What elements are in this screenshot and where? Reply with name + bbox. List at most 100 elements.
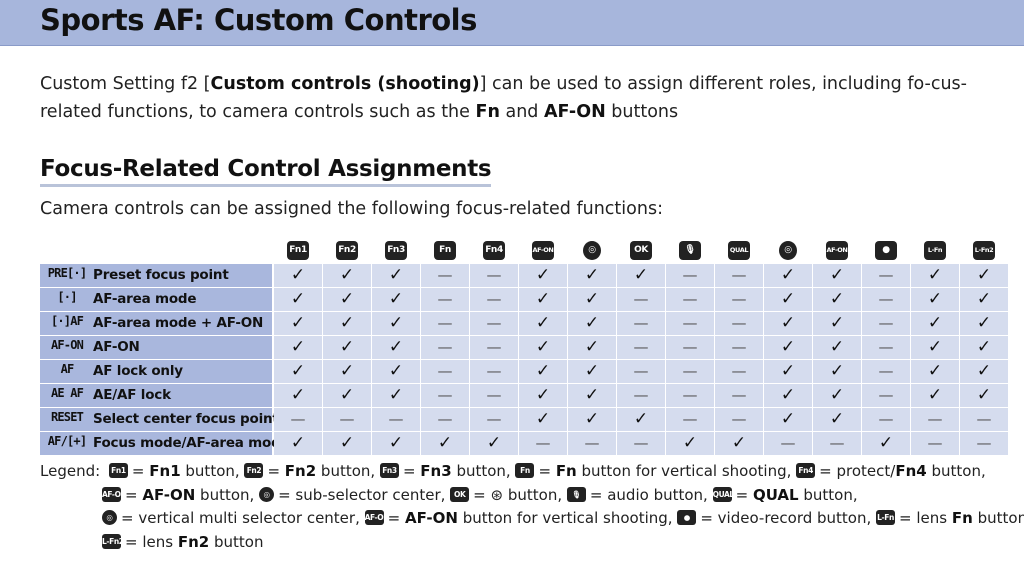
unavailable-cell: — [960, 432, 1008, 455]
legend-line: Legend: Fn1= Fn1 button, Fn2= Fn2 button… [40, 462, 986, 480]
available-checkmark: ✓ [519, 360, 567, 383]
legend-bold: QUAL [752, 485, 799, 504]
available-checkmark: ✓ [568, 264, 616, 287]
legend-icon: Fn2 [244, 463, 264, 478]
unavailable-cell: — [568, 432, 616, 455]
unavailable-cell: — [715, 288, 763, 311]
fn4-protect-button-icon: Fn4 [483, 241, 505, 260]
available-checkmark: ✓ [764, 336, 812, 359]
legend-bold: Fn [951, 509, 973, 527]
column-header: ◎ [568, 240, 616, 262]
title-bar: Sports AF: Custom Controls [0, 0, 1024, 46]
legend-bold: Fn2 [177, 532, 210, 551]
intro-bold-af-on: AF-ON [543, 102, 606, 122]
legend-text: button for vertical shooting, [457, 509, 673, 527]
legend-text: button, [451, 462, 511, 480]
available-checkmark: ✓ [421, 432, 469, 455]
unavailable-cell: — [470, 312, 518, 335]
available-checkmark: ✓ [323, 288, 371, 311]
function-label: AF-area mode [93, 291, 197, 307]
available-checkmark: ✓ [960, 288, 1008, 311]
function-label: AF-area mode + AF-ON [93, 315, 264, 331]
legend-text: lens [916, 509, 952, 527]
available-checkmark: ✓ [911, 360, 959, 383]
intro-text-3: and [499, 102, 544, 122]
legend-icon: Fn [515, 463, 535, 478]
function-label: Select center focus point [93, 411, 279, 427]
row-label: [·] AF-area mode [40, 288, 272, 311]
lens-fn2-button-icon: L-Fn2 [973, 241, 995, 260]
legend-bold: Fn2 [284, 462, 317, 480]
available-checkmark: ✓ [568, 360, 616, 383]
available-checkmark: ✓ [372, 288, 420, 311]
unavailable-cell: — [862, 360, 910, 383]
available-checkmark: ✓ [323, 384, 371, 407]
legend-line: AF-ON= AF-ON button, ◎= sub-selector cen… [102, 485, 858, 504]
unavailable-cell: — [470, 264, 518, 287]
legend-icon: ● [677, 510, 697, 525]
row-label: AF AF lock only [40, 360, 272, 383]
available-checkmark: ✓ [666, 432, 714, 455]
legend-text: protect/ [836, 462, 896, 480]
legend-bold: Fn3 [420, 462, 452, 480]
function-label: AF-ON [93, 339, 140, 355]
unavailable-cell: — [715, 408, 763, 431]
legend-bold: AF-ON [142, 485, 196, 504]
lens-fn-button-icon: L-Fn [924, 241, 946, 260]
unavailable-cell: — [862, 288, 910, 311]
legend-line: L-Fn2= lens Fn2 button [102, 532, 264, 551]
function-label: AF lock only [93, 363, 183, 379]
legend-text: button, [316, 462, 376, 480]
available-checkmark: ✓ [813, 336, 861, 359]
unavailable-cell: — [862, 408, 910, 431]
unavailable-cell: — [470, 408, 518, 431]
row-label: PRE[·]Preset focus point [40, 264, 272, 287]
af-on-button-icon: AF-ON [532, 241, 554, 260]
available-checkmark: ✓ [764, 264, 812, 287]
available-checkmark: ✓ [960, 384, 1008, 407]
intro-bold-fn: Fn [475, 102, 500, 122]
fn3-button-icon: Fn3 [385, 241, 407, 260]
column-header: ◎ [764, 240, 812, 262]
available-checkmark: ✓ [960, 312, 1008, 335]
unavailable-cell: — [764, 432, 812, 455]
fn1-button-icon: Fn1 [287, 241, 309, 260]
legend-label: Legend: [40, 462, 105, 480]
function-icon: [·] [57, 290, 77, 304]
unavailable-cell: — [862, 336, 910, 359]
available-checkmark: ✓ [764, 312, 812, 335]
unavailable-cell: — [470, 288, 518, 311]
qual-button-icon: QUAL [728, 241, 750, 260]
available-checkmark: ✓ [274, 312, 322, 335]
column-header: 🎙 [666, 240, 714, 262]
available-checkmark: ✓ [764, 408, 812, 431]
available-checkmark: ✓ [372, 336, 420, 359]
available-checkmark: ✓ [323, 360, 371, 383]
unavailable-cell: — [617, 312, 665, 335]
available-checkmark: ✓ [617, 408, 665, 431]
available-checkmark: ✓ [274, 336, 322, 359]
legend-text: button, [977, 509, 1024, 527]
unavailable-cell: — [715, 360, 763, 383]
available-checkmark: ✓ [519, 264, 567, 287]
unavailable-cell: — [715, 384, 763, 407]
available-checkmark: ✓ [813, 312, 861, 335]
available-checkmark: ✓ [519, 408, 567, 431]
available-checkmark: ✓ [519, 336, 567, 359]
unavailable-cell: — [421, 384, 469, 407]
legend: Legend: Fn1= Fn1 button, Fn2= Fn2 button… [40, 460, 1024, 554]
unavailable-cell: — [666, 312, 714, 335]
legend-icon: L-Fn2 [102, 533, 121, 549]
unavailable-cell: — [421, 336, 469, 359]
unavailable-cell: — [421, 408, 469, 431]
unavailable-cell: — [862, 384, 910, 407]
legend-text: ⊛ button, [490, 485, 563, 504]
function-icon: AF [60, 362, 75, 376]
vertical-multi-selector-center-icon: ◎ [779, 241, 797, 260]
legend-text: button, [195, 485, 255, 504]
unavailable-cell: — [666, 384, 714, 407]
function-label: AE/AF lock [93, 387, 171, 403]
